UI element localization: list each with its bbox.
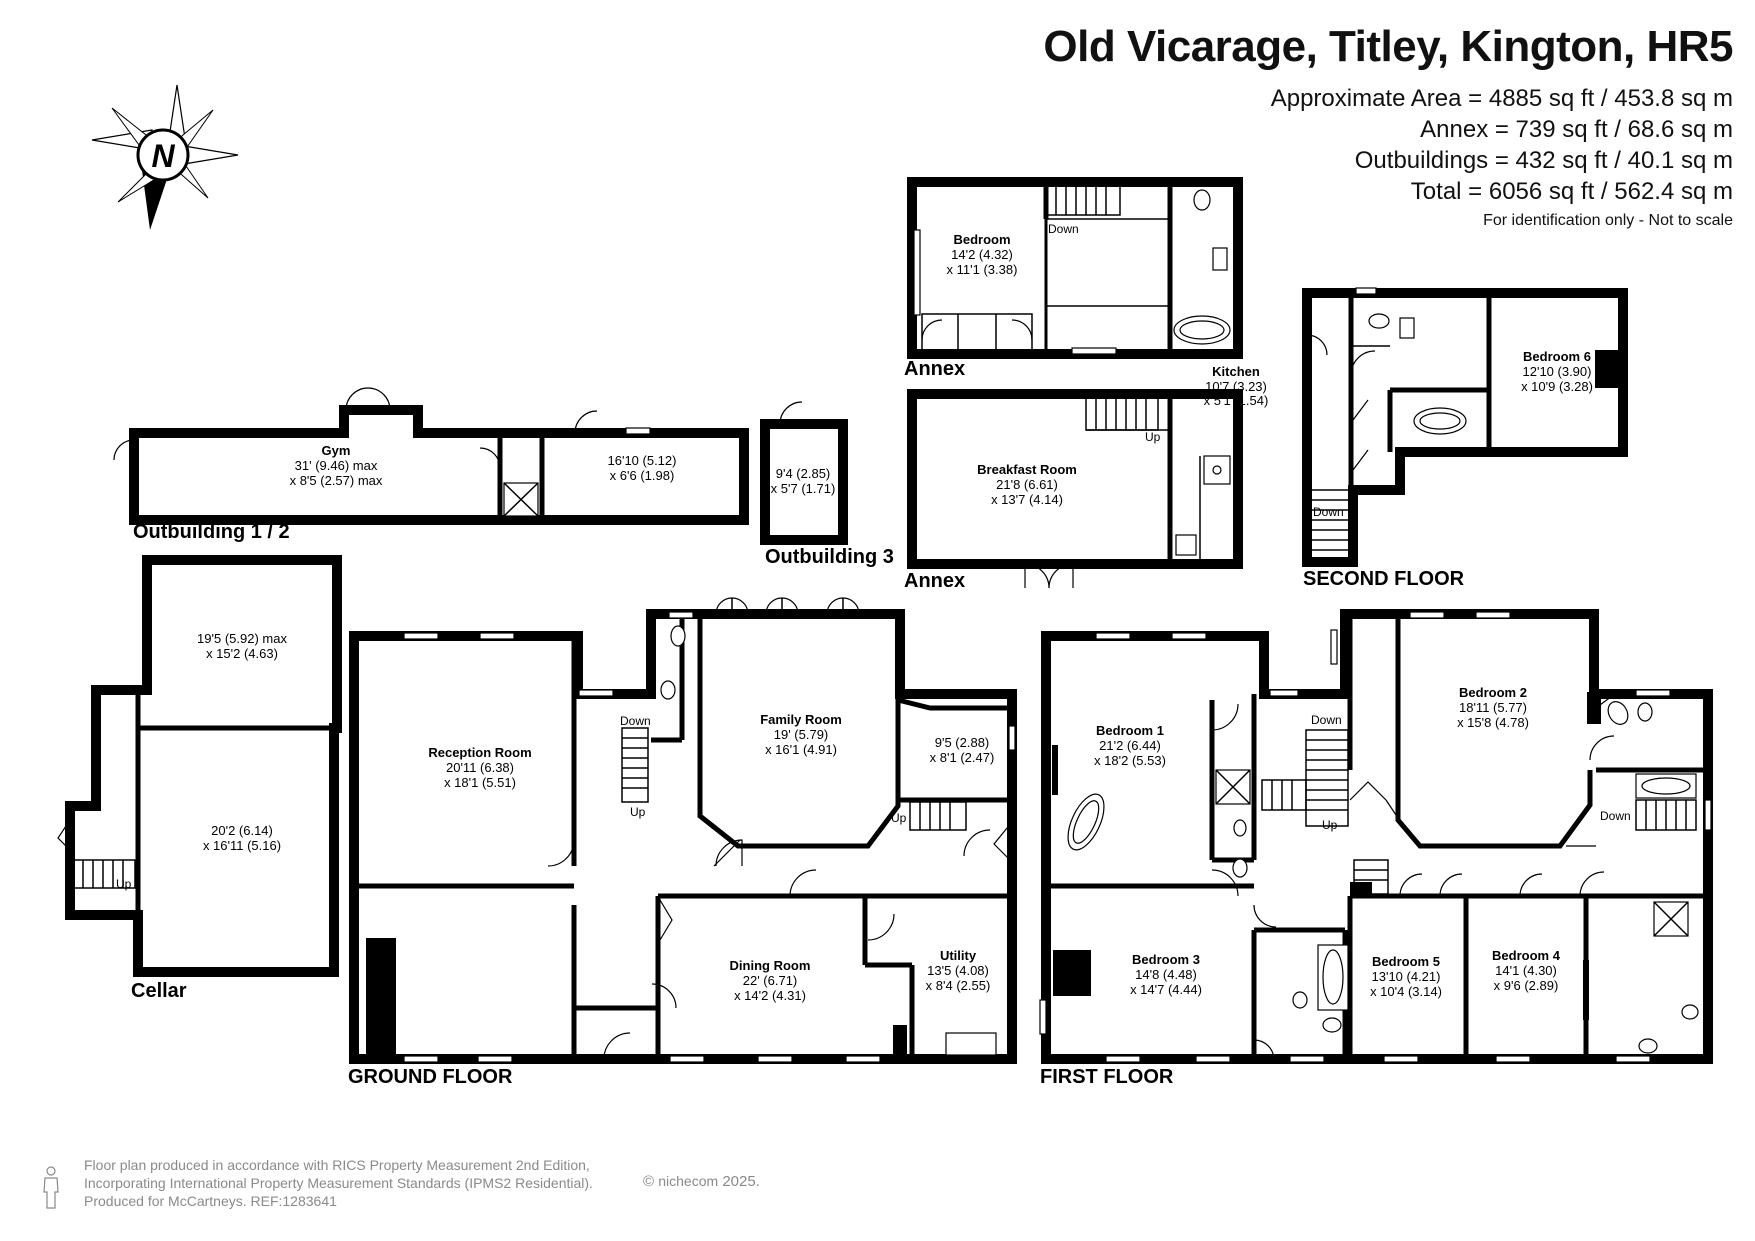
footer-line-3: Produced for McCartneys. REF:1283641 — [84, 1193, 337, 1209]
utility-dim1: 13'5 (4.08) — [927, 963, 989, 978]
outbuilding-3-plan: 9'4 (2.85) x 5'7 (1.71) Outbuilding 3 — [760, 401, 894, 568]
scale-note: For identification only - Not to scale — [1483, 212, 1733, 229]
footer-brand: © nichecom 2025. — [643, 1173, 760, 1190]
cellar-upper-dim1: 19'5 (5.92) max — [197, 631, 287, 646]
annex-upper-plan: Bedroom 14'2 (4.32) x 11'1 (3.38) Down A… — [904, 177, 1243, 380]
bedroom-4-name: Bedroom 4 — [1492, 948, 1561, 963]
reception-room-name: Reception Room — [428, 745, 531, 760]
ground-floor-plan: Reception Room 20'11 (6.38) x 18'1 (5.51… — [348, 597, 1017, 1088]
bedroom-3-dim1: 14'8 (4.48) — [1135, 967, 1197, 982]
annex-bedroom-name: Bedroom — [953, 232, 1010, 247]
first-stair-down2-label: Down — [1600, 809, 1631, 823]
gym-dim1: 31' (9.46) max — [295, 458, 378, 473]
total-area: Total = 6056 sq ft / 562.4 sq m — [1410, 178, 1733, 205]
ground-stair-down-label: Down — [620, 714, 651, 728]
cellar-lower-dim2: x 16'11 (5.16) — [203, 838, 281, 853]
outbuildings-area: Outbuildings = 432 sq ft / 40.1 sq m — [1354, 147, 1733, 174]
first-floor-label: FIRST FLOOR — [1040, 1066, 1174, 1088]
bedroom-1-name: Bedroom 1 — [1096, 723, 1164, 738]
bedroom-2-dim1: 18'11 (5.77) — [1459, 700, 1527, 715]
annex-stair-up-label: Up — [1145, 430, 1161, 444]
utility-name: Utility — [940, 948, 977, 963]
outbuilding-12-label: Outbuilding 1 / 2 — [133, 521, 290, 543]
compass-north-label: N — [151, 138, 175, 174]
second-floor-stair-down-label: Down — [1313, 505, 1344, 519]
property-title: Old Vicarage, Titley, Kington, HR5 — [1043, 22, 1733, 71]
outbuilding-3-label: Outbuilding 3 — [765, 546, 894, 568]
annex-area: Annex = 739 sq ft / 68.6 sq m — [1420, 116, 1733, 143]
annex-lower-plan: Breakfast Room 21'8 (6.61) x 13'7 (4.14)… — [904, 364, 1268, 592]
bedroom-4-dim2: x 9'6 (2.89) — [1494, 978, 1559, 993]
bedroom-5-dim2: x 10'4 (3.14) — [1370, 984, 1442, 999]
annex-bedroom-dim1: 14'2 (4.32) — [951, 247, 1013, 262]
cellar-plan: 19'5 (5.92) max x 15'2 (4.63) 20'2 (6.14… — [57, 555, 342, 1002]
outbuilding-3-dim2: x 5'7 (1.71) — [771, 481, 836, 496]
cellar-upper-dim2: x 15'2 (4.63) — [206, 646, 278, 661]
bedroom-3-dim2: x 14'7 (4.44) — [1130, 982, 1202, 997]
annex-upper-label: Annex — [904, 358, 965, 380]
utility-dim2: x 8'4 (2.55) — [926, 978, 991, 993]
ground-stair-up-label: Up — [630, 805, 646, 819]
outbuilding-2-dim1: 16'10 (5.12) — [608, 453, 677, 468]
breakfast-room-dim2: x 13'7 (4.14) — [991, 492, 1063, 507]
bedroom-3-name: Bedroom 3 — [1132, 952, 1200, 967]
second-floor-label: SECOND FLOOR — [1303, 568, 1465, 590]
first-stair-up-label: Up — [1322, 818, 1338, 832]
breakfast-room-name: Breakfast Room — [977, 462, 1077, 477]
ground-small-room-dim2: x 8'1 (2.47) — [930, 750, 995, 765]
dining-room-dim1: 22' (6.71) — [743, 973, 798, 988]
annex-kitchen-name: Kitchen — [1212, 364, 1260, 379]
outbuilding-2-dim2: x 6'6 (1.98) — [610, 468, 675, 483]
footer-disclaimer: Floor plan produced in accordance with R… — [84, 1156, 593, 1210]
bedroom-2-dim2: x 15'8 (4.78) — [1457, 715, 1529, 730]
annex-lower-label: Annex — [904, 570, 965, 592]
cellar-label: Cellar — [131, 980, 187, 1002]
copyright-year: 2025. — [722, 1173, 760, 1190]
annex-bedroom-dim2: x 11'1 (3.38) — [947, 262, 1018, 277]
nichecom-logo: nichecom — [658, 1173, 719, 1189]
footer-line-2: Incorporating International Property Mea… — [84, 1175, 593, 1191]
cellar-stair-up-label: Up — [116, 877, 132, 891]
bedroom-6-name: Bedroom 6 — [1523, 349, 1591, 364]
ground-small-room-dim1: 9'5 (2.88) — [935, 735, 990, 750]
first-stair-down-label: Down — [1311, 713, 1342, 727]
reception-room-dim2: x 18'1 (5.51) — [444, 775, 516, 790]
annex-kitchen-dim1: 10'7 (3.23) — [1205, 379, 1267, 394]
bedroom-1-dim1: 21'2 (6.44) — [1099, 738, 1161, 753]
cellar-lower-dim1: 20'2 (6.14) — [211, 823, 273, 838]
bedroom-1-dim2: x 18'2 (5.53) — [1094, 753, 1166, 768]
person-scale-icon — [43, 1166, 59, 1209]
bedroom-6-dim1: 12'10 (3.90) — [1523, 364, 1592, 379]
family-room-name: Family Room — [760, 712, 842, 727]
bedroom-6-dim2: x 10'9 (3.28) — [1521, 379, 1593, 394]
annex-kitchen-dim2: x 5'1 (1.54) — [1204, 393, 1269, 408]
ground-stair-up2-label: Up — [891, 811, 907, 825]
family-room-dim2: x 16'1 (4.91) — [765, 742, 837, 757]
ground-floor-label: GROUND FLOOR — [348, 1066, 513, 1088]
outbuilding-12-plan: Gym 31' (9.46) max x 8'5 (2.57) max 16'1… — [113, 387, 749, 543]
dining-room-name: Dining Room — [730, 958, 811, 973]
annex-stair-down-label: Down — [1048, 222, 1079, 236]
approximate-area: Approximate Area = 4885 sq ft / 453.8 sq… — [1270, 85, 1733, 112]
breakfast-room-dim1: 21'8 (6.61) — [996, 477, 1058, 492]
gym-dim2: x 8'5 (2.57) max — [290, 473, 383, 488]
first-floor-plan: Bedroom 1 21'2 (6.44) x 18'2 (5.53) Bedr… — [1039, 609, 1713, 1088]
compass-icon: N — [91, 84, 239, 230]
bedroom-2-name: Bedroom 2 — [1459, 685, 1527, 700]
family-room-dim1: 19' (5.79) — [774, 727, 829, 742]
gym-name: Gym — [322, 443, 351, 458]
bedroom-4-dim1: 14'1 (4.30) — [1495, 963, 1557, 978]
reception-room-dim1: 20'11 (6.38) — [446, 760, 514, 775]
second-floor-plan: Bedroom 6 12'10 (3.90) x 10'9 (3.28) Dow… — [1302, 287, 1628, 590]
dining-room-dim2: x 14'2 (4.31) — [734, 988, 806, 1003]
bedroom-5-name: Bedroom 5 — [1372, 954, 1440, 969]
outbuilding-3-dim1: 9'4 (2.85) — [776, 466, 831, 481]
footer-line-1: Floor plan produced in accordance with R… — [84, 1157, 590, 1173]
bedroom-5-dim1: 13'10 (4.21) — [1372, 969, 1441, 984]
copyright-symbol: © — [643, 1173, 655, 1190]
